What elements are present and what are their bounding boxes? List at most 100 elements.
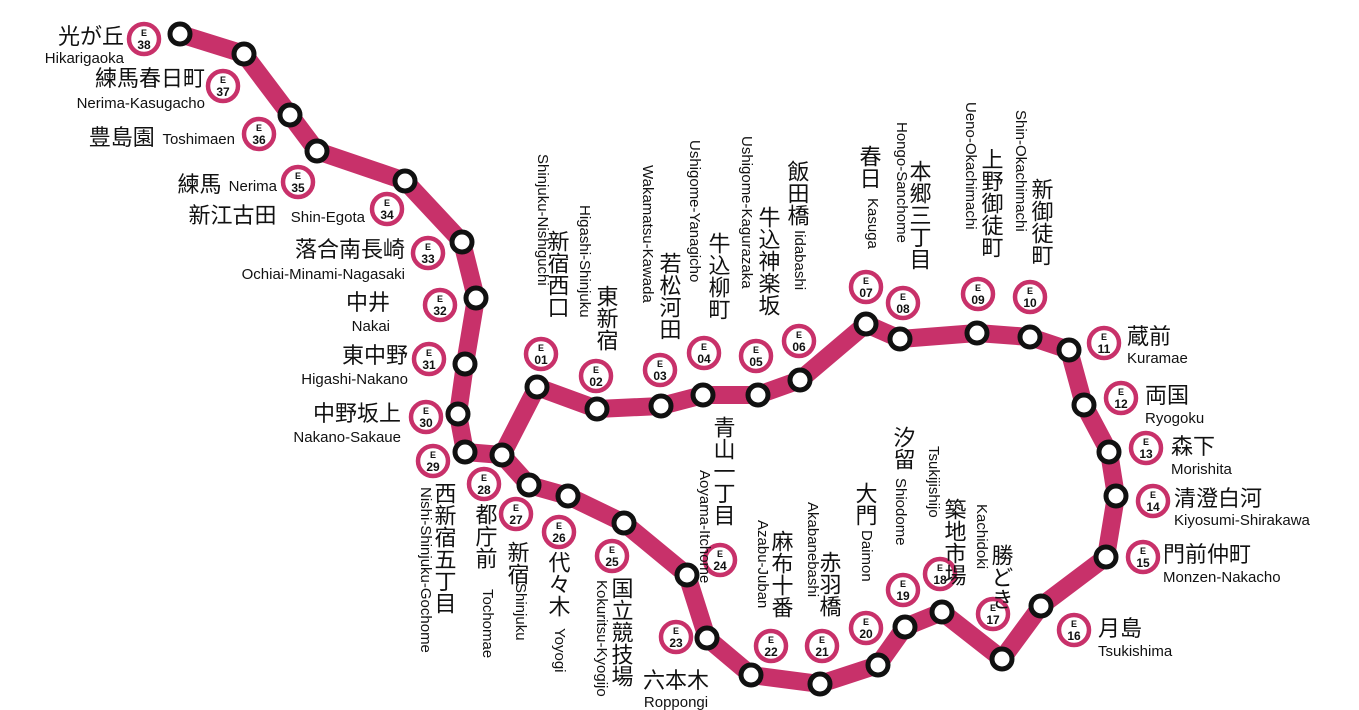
station-name-en: Kasuga [864,198,881,250]
station-name-en: Ochiai-Minami-Nagasaki [242,266,405,283]
station-dot-33[interactable] [449,229,475,255]
station-dot-10[interactable] [1017,324,1043,350]
station-dot-09[interactable] [964,320,990,346]
station-name-en: Kiyosumi-Shirakawa [1174,512,1311,529]
station-dot-22[interactable] [738,662,764,688]
station-dot-25[interactable] [611,510,637,536]
station-dot-18[interactable] [929,599,955,625]
station-name-ja: 赤羽橋 [816,551,842,617]
station-name-ja: 飯田橋 [784,160,810,226]
station-dot-37[interactable] [231,41,257,67]
station-dot-35[interactable] [304,138,330,164]
station-dot-11[interactable] [1056,337,1082,363]
station-dot-02[interactable] [584,396,610,422]
station-name-ja: 両国 [1145,384,1189,409]
station-dot-24[interactable] [674,562,700,588]
badge-line-letter: E [900,292,906,302]
station-dot-31[interactable] [452,351,478,377]
station-dot-14[interactable] [1103,483,1129,509]
station-dot-32[interactable] [463,285,489,311]
station-dot-38[interactable] [167,21,193,47]
station-dot-07[interactable] [853,311,879,337]
station-dot-28[interactable] [489,442,515,468]
station-dot-30[interactable] [445,401,471,427]
station-dot-15[interactable] [1093,544,1119,570]
station-dot-20[interactable] [865,652,891,678]
station-dot-08[interactable] [887,326,913,352]
badge-ring [415,443,451,479]
station-dot-16[interactable] [1028,593,1054,619]
badge-ring [960,276,996,312]
badge-station-number: 29 [426,460,440,474]
station-dot-29[interactable] [452,439,478,465]
station-dots-group [167,21,1129,697]
badge-station-number: 14 [1146,500,1160,514]
badge-station-number: 22 [764,645,778,659]
station-dot-19[interactable] [892,614,918,640]
badge-line-letter: E [990,603,996,613]
station-dot-04[interactable] [690,382,716,408]
badge-station-number: 17 [986,613,1000,627]
station-dot-36[interactable] [277,102,303,128]
badge-ring [369,191,405,227]
station-badge-35: E35 [280,164,316,200]
station-dot-26[interactable] [555,483,581,509]
station-dot-03[interactable] [648,393,674,419]
station-dot-01[interactable] [524,374,550,400]
badge-line-letter: E [1150,490,1156,500]
station-dot-27[interactable] [516,472,542,498]
station-dot-05[interactable] [745,382,771,408]
station-name-ja: 国立競技場 [608,577,634,687]
station-name-ja: 東新宿 [593,285,619,351]
station-dot-13[interactable] [1096,439,1122,465]
station-dot-12[interactable] [1071,392,1097,418]
badge-line-letter: E [593,365,599,375]
badge-line-letter: E [1118,387,1124,397]
station-dot-34[interactable] [392,168,418,194]
station-dot-17[interactable] [989,646,1015,672]
station-dot-21[interactable] [807,671,833,697]
badge-ring [922,556,958,592]
station-dot-23[interactable] [694,625,720,651]
station-name-en: Ushigome-Kagurazaka [738,136,755,289]
station-dot-06[interactable] [787,367,813,393]
